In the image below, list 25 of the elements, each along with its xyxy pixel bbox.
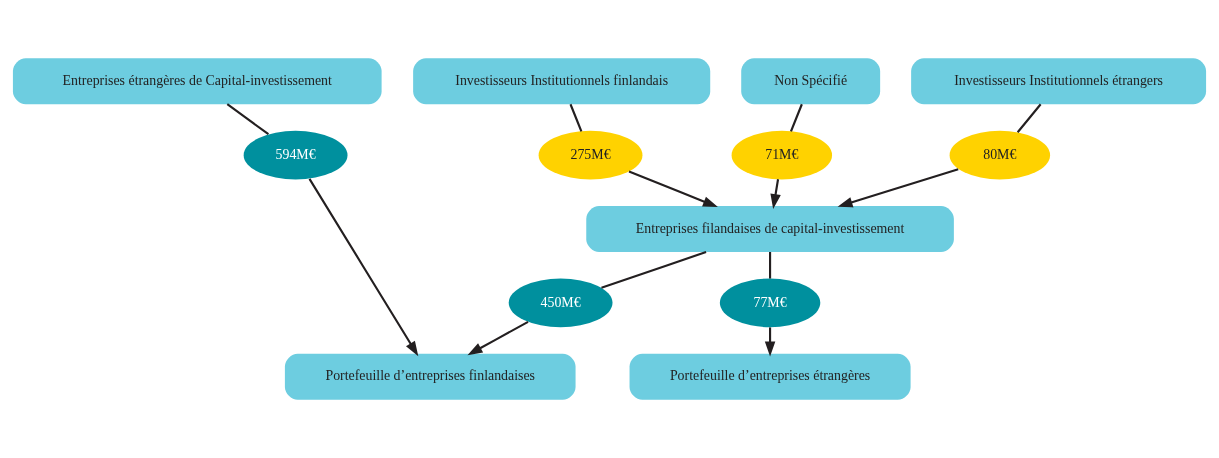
- connector: [226, 103, 270, 136]
- node-ellipse: 80M€: [949, 130, 1051, 180]
- arrow: [837, 168, 959, 208]
- arrow: [308, 178, 419, 357]
- connector: [790, 103, 803, 132]
- node-box: Portefeuille d’entreprises finlandaises: [284, 353, 576, 400]
- arrow: [770, 179, 781, 210]
- arrow: [628, 170, 718, 208]
- node-box: Entreprises filandaises de capital-investissement: [586, 206, 954, 252]
- node-box: Non Spécifié: [741, 58, 881, 105]
- connector: [769, 252, 772, 279]
- node-box: Investisseurs Institutionnels étrangers: [911, 58, 1207, 105]
- node-box: Investisseurs Institutionnels finlandais: [413, 58, 711, 105]
- connector: [1016, 103, 1042, 133]
- node-ellipse: 275M€: [538, 130, 643, 180]
- node-box: Portefeuille d’entreprises étrangères: [629, 353, 911, 400]
- node-ellipse: 71M€: [731, 130, 833, 180]
- node-ellipse: 77M€: [719, 278, 821, 328]
- node-box: Entreprises étrangères de Capital-investissement: [12, 58, 382, 105]
- arrow: [764, 327, 776, 357]
- connector: [601, 250, 707, 289]
- connector: [569, 103, 583, 132]
- arrow: [467, 320, 529, 356]
- node-ellipse: 594M€: [243, 130, 348, 180]
- node-ellipse: 450M€: [508, 278, 613, 328]
